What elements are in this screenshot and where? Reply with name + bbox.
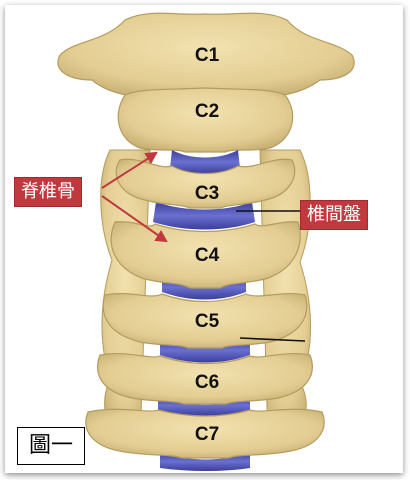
vertebra-c1-shape [57, 12, 355, 98]
figure-label: 圖一 [17, 427, 85, 465]
disc-leader-lines [236, 210, 306, 342]
disc-c3-c4 [153, 202, 255, 230]
vertebra-callout-arrows [101, 151, 168, 243]
disc-c5-c6 [160, 338, 250, 363]
label-c4: C4 [194, 245, 220, 266]
vertebra-c6-shape [96, 353, 313, 405]
disc-c2-c3 [170, 150, 240, 174]
disc-callout: 椎間盤 [300, 200, 368, 230]
vertebra-c2-shape [117, 87, 294, 153]
label-c7: C7 [194, 424, 220, 445]
label-c2: C2 [194, 101, 220, 122]
label-c5: C5 [194, 311, 220, 332]
disc-c6-c7 [158, 395, 250, 416]
intervertebral-discs [153, 150, 255, 471]
vertebra-c7-shape [85, 408, 325, 459]
label-c1: C1 [194, 45, 220, 66]
vertebra-c3-shape [115, 158, 296, 209]
label-c3: C3 [194, 183, 220, 204]
vertebra-c5-shape [102, 292, 308, 349]
label-c6: C6 [194, 372, 220, 393]
vertebra-callout: 脊椎骨 [14, 177, 82, 207]
disc-below-c7 [160, 452, 250, 471]
